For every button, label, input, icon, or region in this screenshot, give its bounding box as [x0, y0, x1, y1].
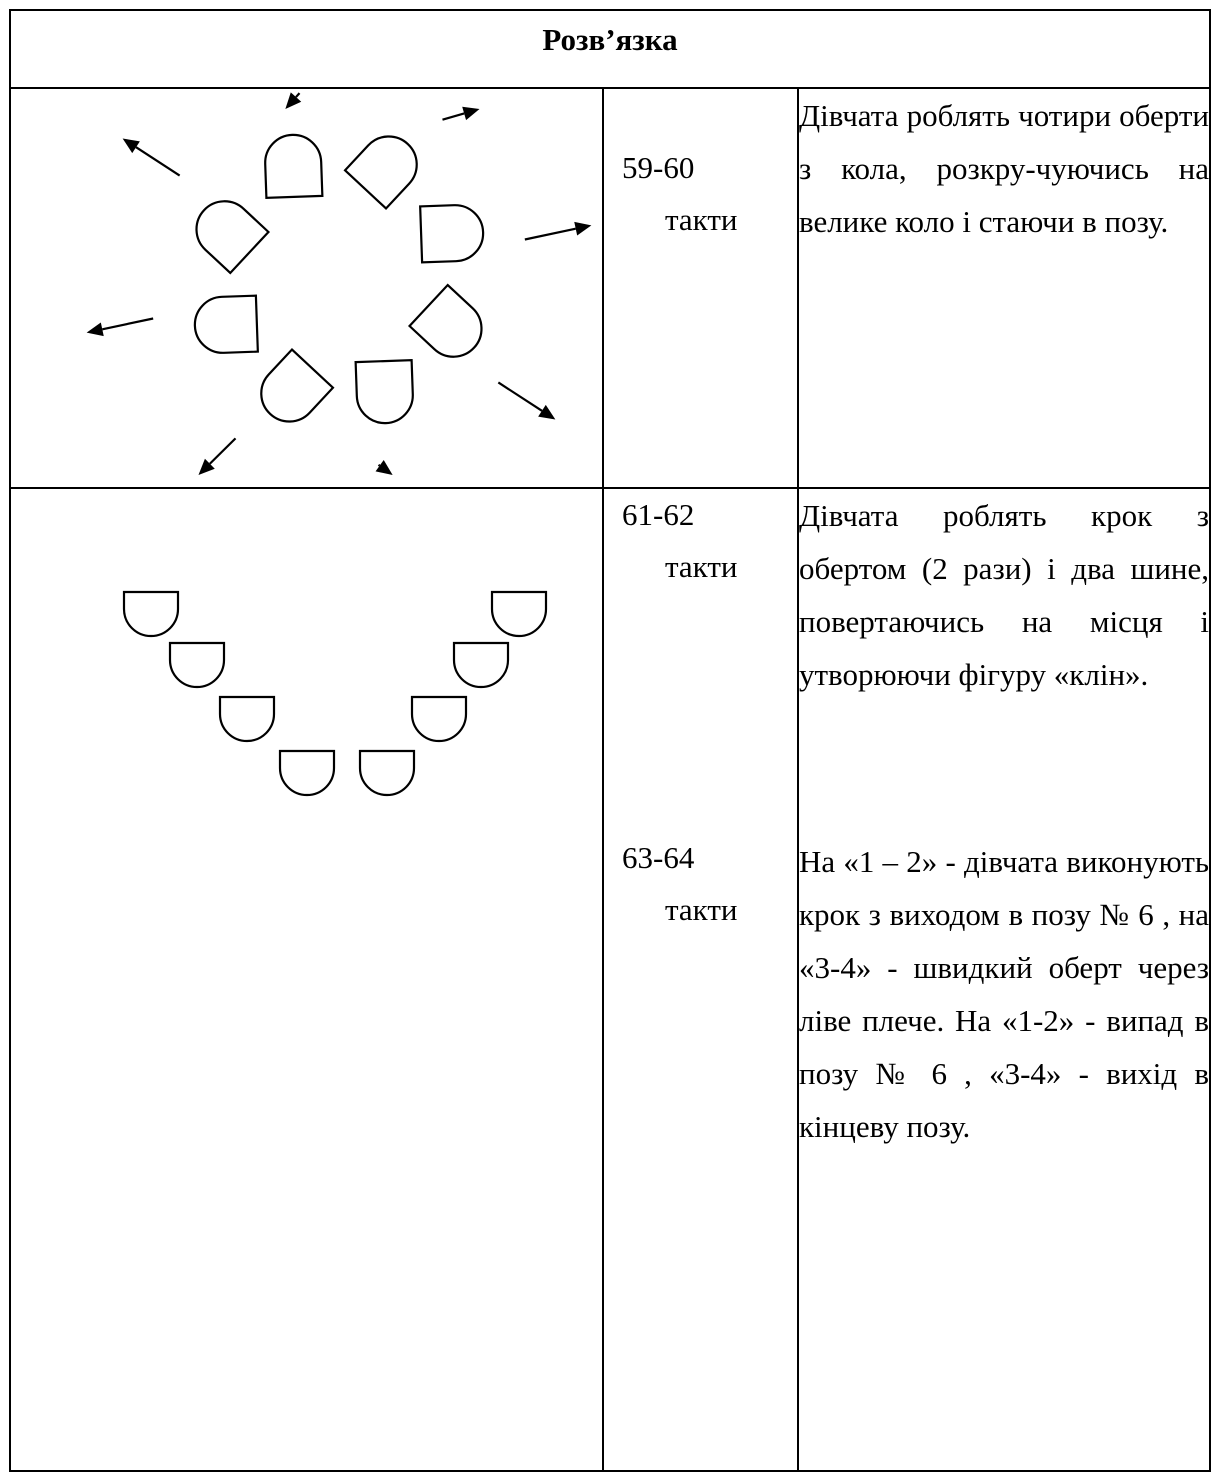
- direction-arrow: [122, 138, 181, 177]
- dancer-symbol: [419, 204, 485, 264]
- dancer-symbol: [343, 135, 418, 211]
- circle-formation-diagram: [9, 87, 604, 489]
- dancer-symbol: [168, 641, 226, 689]
- dancer-symbol: [195, 200, 271, 275]
- dancer-symbol: [354, 359, 414, 425]
- direction-arrow: [198, 437, 237, 475]
- circle-formation-svg: [86, 92, 592, 475]
- dancer-symbol: [452, 641, 510, 689]
- description-cell-1: Дівчата роблять чотири оберти з кола, ро…: [796, 87, 1212, 489]
- bars-block: 61-62 такти: [604, 489, 797, 593]
- direction-arrow: [285, 92, 302, 109]
- bars-block: 63-64 такти: [604, 593, 797, 936]
- direction-arrow: [442, 106, 480, 121]
- dancer-symbol: [218, 695, 276, 743]
- bars-word: такти: [665, 549, 738, 584]
- dancer-symbol: [264, 133, 324, 199]
- title-row: Розв’язка: [8, 9, 1212, 89]
- description-cell-2: Дівчата роблять крок з обертом (2 рази) …: [796, 487, 1212, 1472]
- bars-word: такти: [665, 892, 738, 927]
- wedge-formation-svg: [122, 590, 548, 797]
- description-text: Дівчата роблять крок з обертом (2 рази) …: [799, 498, 1210, 692]
- row-wedge: 61-62 такти 63-64 такти Дівчата роблять …: [9, 487, 1212, 1472]
- dancer-symbol: [358, 749, 416, 797]
- dancer-symbol: [490, 590, 548, 638]
- bars-number: 59-60: [622, 150, 695, 185]
- bars-number: 63-64: [622, 840, 695, 875]
- bars-word: такти: [665, 202, 738, 237]
- dancer-symbol: [260, 347, 335, 423]
- bars-block: 59-60 такти: [604, 89, 797, 246]
- dancer-symbol: [122, 590, 180, 638]
- wedge-formation-diagram: [9, 487, 604, 1472]
- bars-cell-1: 59-60 такти: [602, 87, 799, 489]
- dancer-symbol: [193, 294, 259, 354]
- bars-number: 61-62: [622, 497, 695, 532]
- choreography-table: Розв’язка 59-60 такти Дівчата роблять чо…: [8, 9, 1212, 1472]
- dancer-symbol: [410, 695, 468, 743]
- description-text: Дівчата роблять чотири оберти з кола, ро…: [799, 98, 1210, 239]
- description-text: На «1 – 2» - дівчата виконують крок з ви…: [799, 844, 1210, 1144]
- direction-arrow: [86, 317, 154, 337]
- dancer-symbol: [278, 749, 336, 797]
- bars-cell-2: 61-62 такти 63-64 такти: [602, 487, 799, 1472]
- row-circle: 59-60 такти Дівчата роблять чотири оберт…: [9, 87, 1212, 489]
- section-title: Розв’язка: [8, 9, 1212, 89]
- direction-arrow: [375, 459, 393, 475]
- direction-arrow: [524, 221, 592, 241]
- dancer-symbol: [407, 283, 483, 358]
- direction-arrow: [497, 381, 556, 420]
